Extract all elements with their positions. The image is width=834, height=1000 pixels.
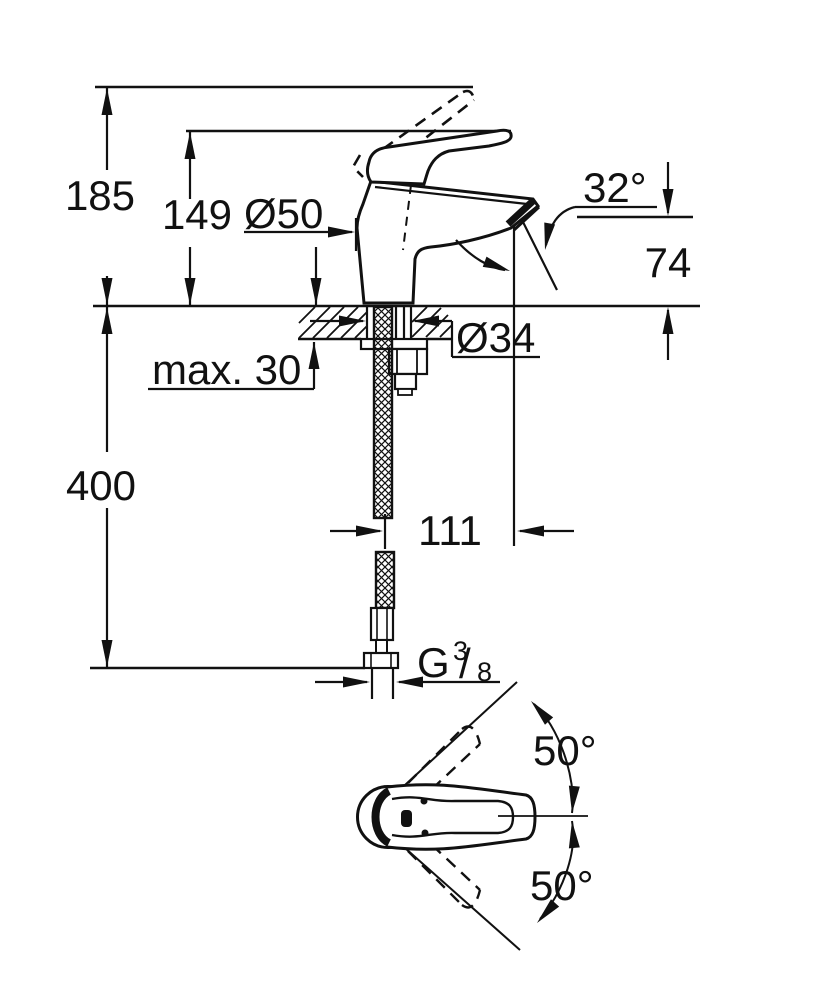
dim-handle-height-label: 149 [162,191,232,238]
dim-base-diameter-label: Ø50 [244,190,323,237]
dim-swing-up-label: 50° [533,727,597,774]
water-flow-arrow [455,239,512,277]
spout-top-inner-line [374,185,528,206]
handle-cap-crescent [371,787,392,847]
hose-upper-segment [372,305,394,520]
dim-thread-prefix: G [417,639,450,686]
dim-max-deck-thickness: max. 30 [148,247,322,393]
faucet-side-view [351,89,541,305]
faucet-body-outline [355,179,541,305]
mounting-nut [387,347,429,396]
dim-spout-reach-label: 111 [418,507,482,554]
dim-hose-length-label: 400 [66,462,136,509]
swing-ray-up [404,681,518,786]
dim-thread-numerator: 3 [453,636,468,666]
hose-lower-segment [374,550,396,610]
handle-dot-top [420,797,428,805]
dim-outlet-height: 74 [645,162,692,360]
dim-hose-length: 400 [66,307,136,667]
dim-hole-diameter: Ø34 [310,314,540,361]
dim-overall-height-label: 185 [65,172,135,219]
handle-indicator-mark [401,810,412,827]
lever-handle-outline [365,128,513,186]
dim-thread-denominator: 8 [477,657,492,687]
dim-swing-down: 50° [530,820,594,927]
deck-cross-section [298,306,453,396]
hose-end-connector [362,606,400,699]
shank-flange [359,337,429,351]
dim-spout-angle-label: 32° [583,164,647,211]
connector-nut [362,651,400,670]
handle-dot-bottom [421,829,429,837]
aerator-tip [505,198,541,232]
dim-swing-down-label: 50° [530,862,594,909]
handle-top-view: 50° 50° [356,681,597,951]
dim-spout-reach: 111 [330,222,574,554]
dim-hole-diameter-label: Ø34 [456,314,535,361]
dim-thread: G 3 / 8 [315,636,500,688]
handle-plan-inner-contour [391,796,515,838]
dim-max-deck-thickness-label: max. 30 [152,346,301,393]
spout-angle-ray [518,213,558,291]
dim-swing-up: 50° [526,697,597,814]
swing-ray-down [404,847,521,951]
dim-outlet-height-label: 74 [645,239,692,286]
dim-handle-height: 149 [162,132,232,305]
dim-spout-angle: 32° [518,164,657,291]
dim-thread-slash: / [459,640,471,687]
dim-overall-height: 185 [65,88,135,305]
mounting-shank [365,306,413,339]
deck-hatching [298,306,453,339]
handle-raised-dashed [351,89,476,178]
flexible-hose [362,305,400,699]
